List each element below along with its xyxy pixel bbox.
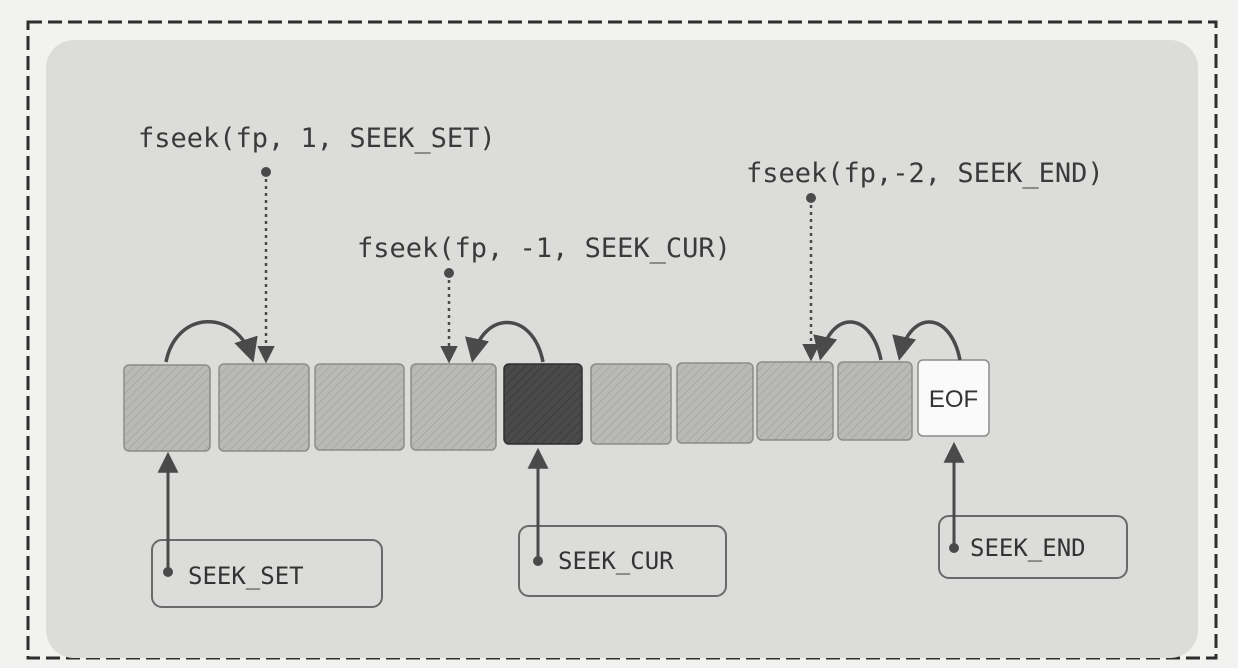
- seek-set-box: [151, 539, 383, 608]
- file-cells: EOF: [123, 359, 990, 452]
- file-cell: [314, 363, 405, 451]
- inner-panel: [46, 40, 1198, 658]
- seek-set-label: SEEK_SET: [188, 562, 304, 590]
- offset-arrow-set: [164, 320, 258, 363]
- fseek-cur-call: fseek(fp, -1, SEEK_CUR): [357, 233, 731, 264]
- outer-frame: [26, 20, 1218, 660]
- file-cell: [218, 363, 310, 452]
- offset-arrows: [164, 320, 962, 363]
- fseek-end-call: fseek(fp,-2, SEEK_END): [746, 158, 1104, 189]
- file-cell: [837, 361, 913, 441]
- fseek-set-call: fseek(fp, 1, SEEK_SET): [138, 123, 496, 154]
- call-pointers: [257, 167, 820, 364]
- offset-arrow-end-1: [813, 320, 883, 361]
- file-cell: [123, 364, 211, 452]
- origin-arrows: [157, 441, 965, 577]
- seek-cur-box: [518, 525, 727, 597]
- file-cell: [410, 363, 497, 451]
- file-cell: [590, 363, 672, 445]
- seek-end-label: SEEK_END: [970, 534, 1086, 562]
- seek-end-box: [938, 515, 1128, 579]
- seek-cur-label: SEEK_CUR: [558, 547, 674, 575]
- current-cell: [503, 363, 583, 445]
- offset-arrow-cur: [465, 320, 545, 363]
- eof-label: EOF: [929, 386, 978, 413]
- offset-arrow-end-2: [892, 320, 962, 361]
- file-cell: [676, 362, 754, 444]
- eof-cell: [917, 359, 990, 437]
- file-cell: [756, 361, 834, 441]
